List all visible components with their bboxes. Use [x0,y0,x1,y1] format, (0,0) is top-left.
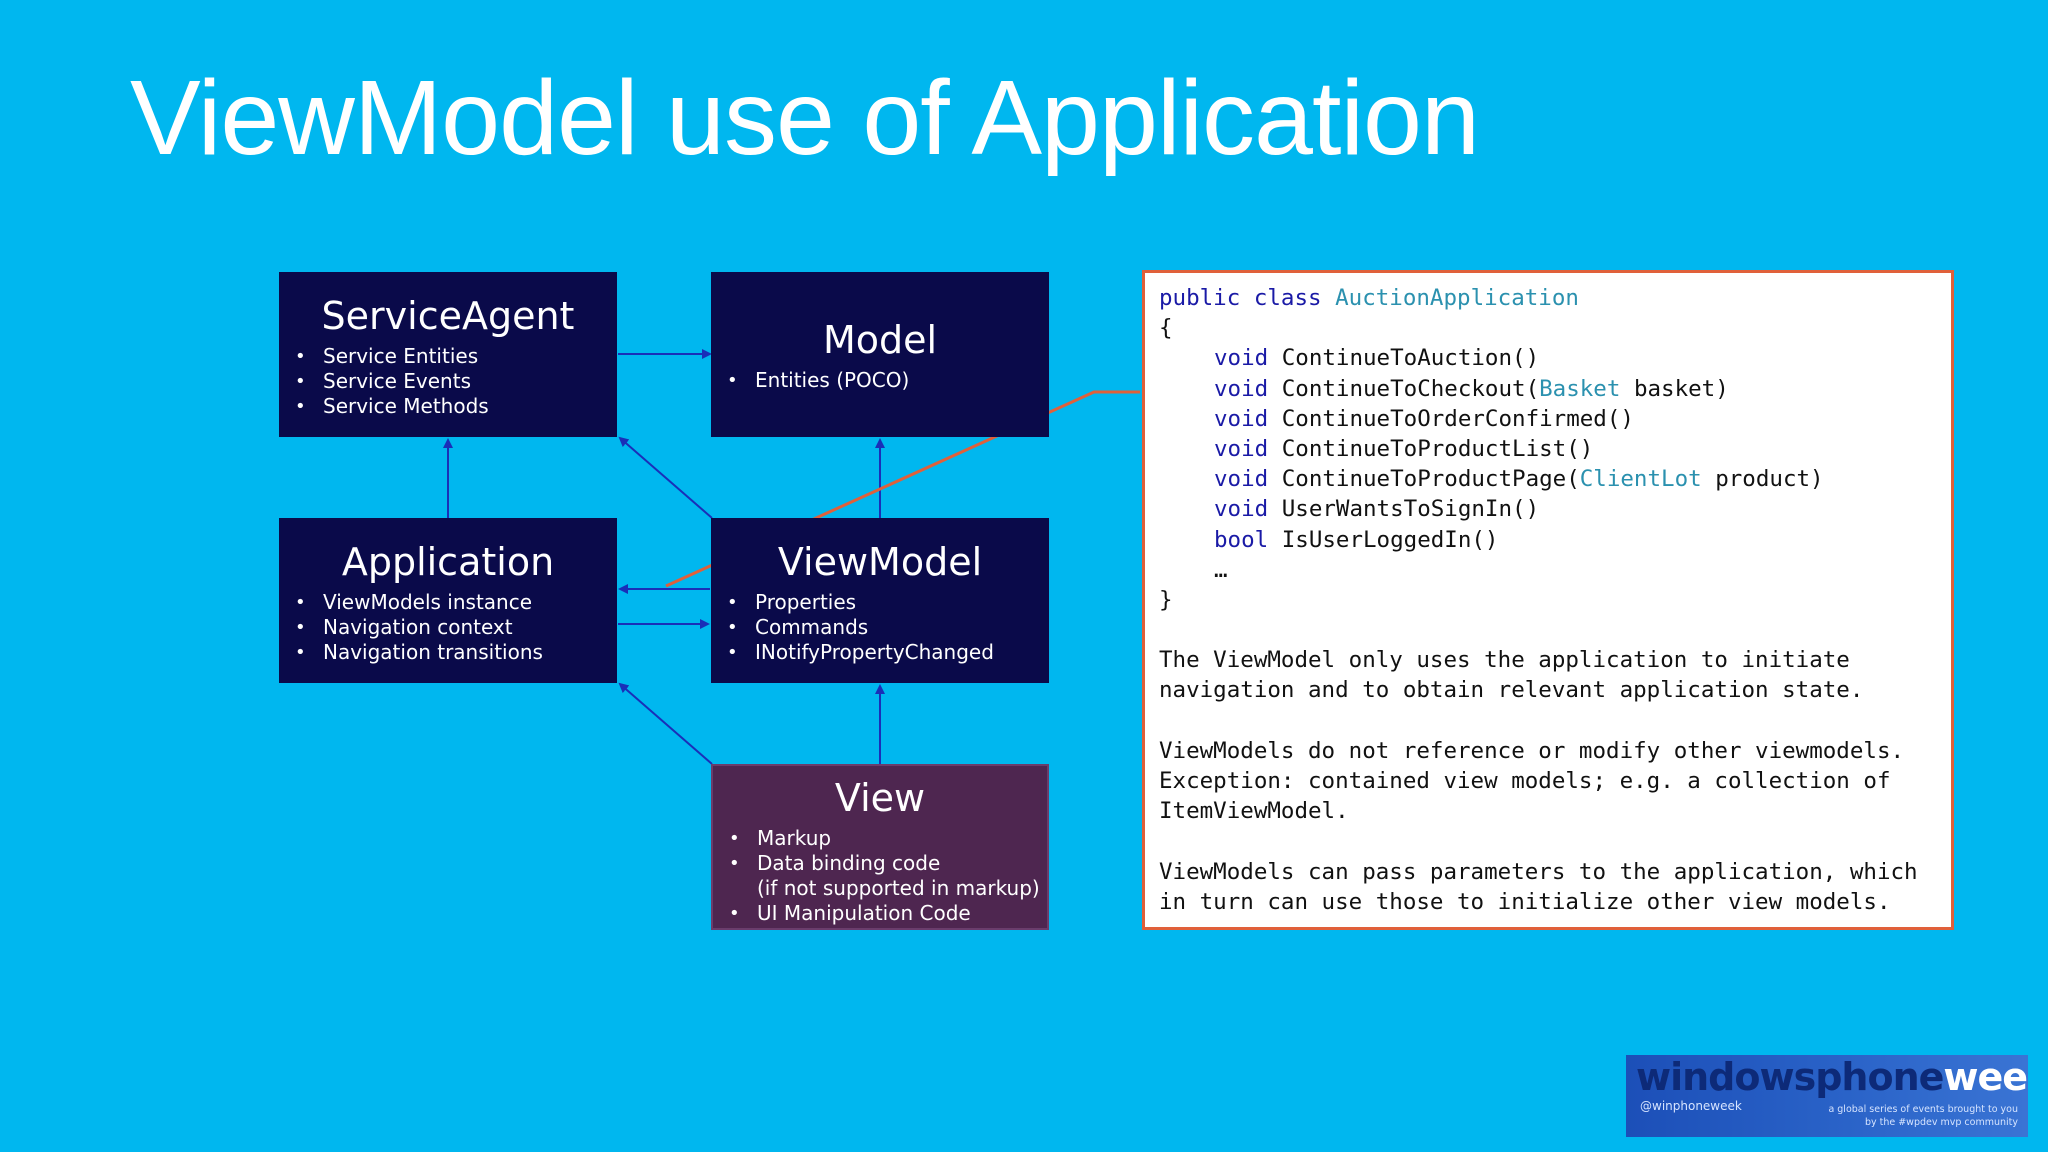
list-item: •Navigation transitions [295,639,543,664]
page-title: ViewModel use of Application [130,59,1480,177]
application-title: Application [341,540,555,584]
model-box: Model •Entities (POCO) [711,272,1049,437]
text-line: ViewModels can pass parameters to the ap… [1159,858,1918,885]
windowsphoneweek-logo: windowsphoneweek @winphoneweek a global … [1626,1055,2028,1137]
viewmodel-title: ViewModel [777,540,983,584]
code-line: public class AuctionApplication [1159,285,1579,311]
list-item: •Data binding code [729,850,941,875]
text-line: in turn can use those to initialize othe… [1159,888,1891,915]
view-box: View •Markup •Data binding code (if not … [711,764,1049,930]
list-item: •Service Events [295,368,471,393]
code-line: void ContinueToProductPage(ClientLot pro… [1214,466,1824,493]
code-panel: public class AuctionApplication { void Con… [1142,270,1954,930]
code-line: bool IsUserLoggedIn() [1214,526,1499,553]
list-item: •INotifyPropertyChanged [727,639,994,664]
text-line: ItemViewModel. [1159,798,1349,825]
list-item: •UI Manipulation Code [729,900,971,925]
list-item: •Entities (POCO) [727,367,910,392]
serviceagent-box: ServiceAgent •Service Entities •Service … [279,272,617,437]
text-line: The ViewModel only uses the application … [1159,647,1850,674]
application-bullets: •ViewModels instance •Navigation context… [279,590,617,665]
logo-wordmark: windowsphoneweek [1636,1055,2028,1099]
list-item: •Service Entities [295,343,479,368]
code-line: void ContinueToAuction() [1214,345,1540,372]
model-bullets: •Entities (POCO) [711,368,1049,393]
list-item: •Service Methods [295,393,489,418]
logo-handle: @winphoneweek [1640,1099,1742,1113]
model-title: Model [822,318,938,362]
code-line: { [1159,315,1173,342]
text-line: Exception: contained view models; e.g. a… [1159,768,1891,794]
code-line: void ContinueToCheckout(Basket basket) [1214,375,1729,402]
list-item: •ViewModels instance [295,589,533,614]
arrow-view-to-application [618,682,713,765]
code-line: void UserWantsToSignIn() [1214,496,1540,523]
code-line: } [1159,586,1173,613]
serviceagent-title: ServiceAgent [321,294,575,338]
viewmodel-box: ViewModel •Properties •Commands •INotify… [711,518,1049,683]
text-line: navigation and to obtain relevant applic… [1159,677,1864,704]
code-line: … [1214,556,1228,583]
view-bullets: •Markup •Data binding code (if not suppo… [713,826,1047,926]
list-item: •Commands [727,614,869,639]
code-line: void ContinueToOrderConfirmed() [1214,405,1634,432]
logo-tagline: a global series of events brought to you… [1828,1104,2018,1128]
application-box: Application •ViewModels instance •Naviga… [279,518,617,683]
list-item: •Properties [727,589,857,614]
list-item: •Markup [729,825,832,850]
serviceagent-bullets: •Service Entities •Service Events •Servi… [279,344,617,419]
list-item-continuation: (if not supported in markup) [757,875,1040,900]
text-line: ViewModels do not reference or modify ot… [1159,737,1905,764]
list-item: •Navigation context [295,614,513,639]
view-title: View [834,776,926,820]
code-line: void ContinueToProductList() [1214,435,1594,462]
viewmodel-bullets: •Properties •Commands •INotifyPropertyCh… [711,590,1049,665]
arrow-viewmodel-to-serviceagent [618,436,713,519]
